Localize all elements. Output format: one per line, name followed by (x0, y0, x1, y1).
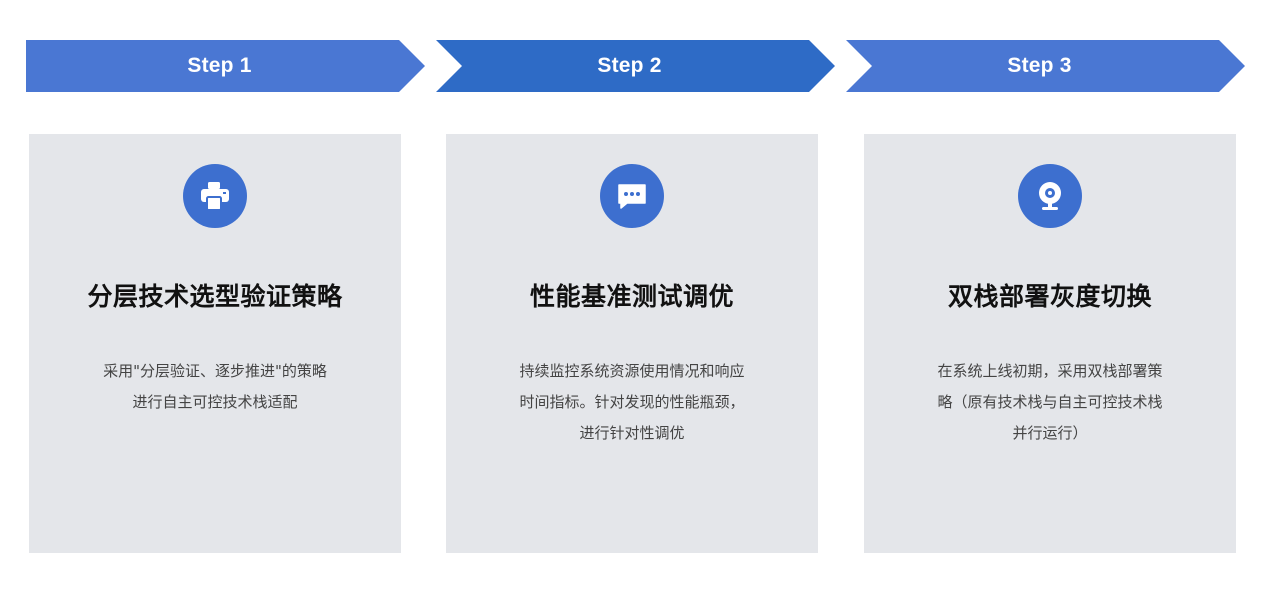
step-3-title: 双栈部署灰度切换 (947, 282, 1152, 311)
step-1-description-line: 进行自主可控技术栈适配 (132, 393, 298, 411)
step-3-description-line: 略（原有技术栈与自主可控技术栈 (937, 393, 1163, 411)
step-1-title: 分层技术选型验证策略 (87, 282, 343, 311)
step-2-card: 性能基准测试调优 持续监控系统资源使用情况和响应 时间指标。针对发现的性能瓶颈，… (446, 134, 818, 553)
step-2-label: Step 2 (597, 54, 662, 77)
step-1-label: Step 1 (187, 54, 252, 77)
step-2-description-line: 持续监控系统资源使用情况和响应 (519, 362, 745, 380)
step-3-description: 在系统上线初期，采用双栈部署策 略（原有技术栈与自主可控技术栈 并行运行） (922, 356, 1178, 449)
step-2-description-line: 进行针对性调优 (579, 424, 685, 442)
step-3-arrow: Step 3 (846, 40, 1245, 92)
step-1-description: 采用"分层验证、逐步推进"的策略 进行自主可控技术栈适配 (87, 356, 343, 418)
webcam-icon (1039, 182, 1061, 210)
chat-bubble-icon (618, 184, 646, 209)
step-1-arrow: Step 1 (26, 40, 425, 92)
step-1-description-line: 采用"分层验证、逐步推进"的策略 (103, 362, 327, 380)
step-2-title: 性能基准测试调优 (529, 282, 734, 311)
step-2-description-line: 时间指标。针对发现的性能瓶颈， (519, 393, 745, 411)
step-1-icon-badge (183, 164, 247, 228)
step-3-label: Step 3 (1007, 54, 1072, 77)
step-2-arrow: Step 2 (436, 40, 835, 92)
printer-icon (201, 182, 229, 211)
step-3-icon-badge (1018, 164, 1082, 228)
step-2-description: 持续监控系统资源使用情况和响应 时间指标。针对发现的性能瓶颈， 进行针对性调优 (504, 356, 760, 449)
step-3-description-line: 并行运行） (1012, 424, 1088, 442)
step-3-description-line: 在系统上线初期，采用双栈部署策 (937, 362, 1163, 380)
step-1-card: 分层技术选型验证策略 采用"分层验证、逐步推进"的策略 进行自主可控技术栈适配 (29, 134, 401, 553)
step-3-card: 双栈部署灰度切换 在系统上线初期，采用双栈部署策 略（原有技术栈与自主可控技术栈… (864, 134, 1236, 553)
step-2-icon-badge (600, 164, 664, 228)
